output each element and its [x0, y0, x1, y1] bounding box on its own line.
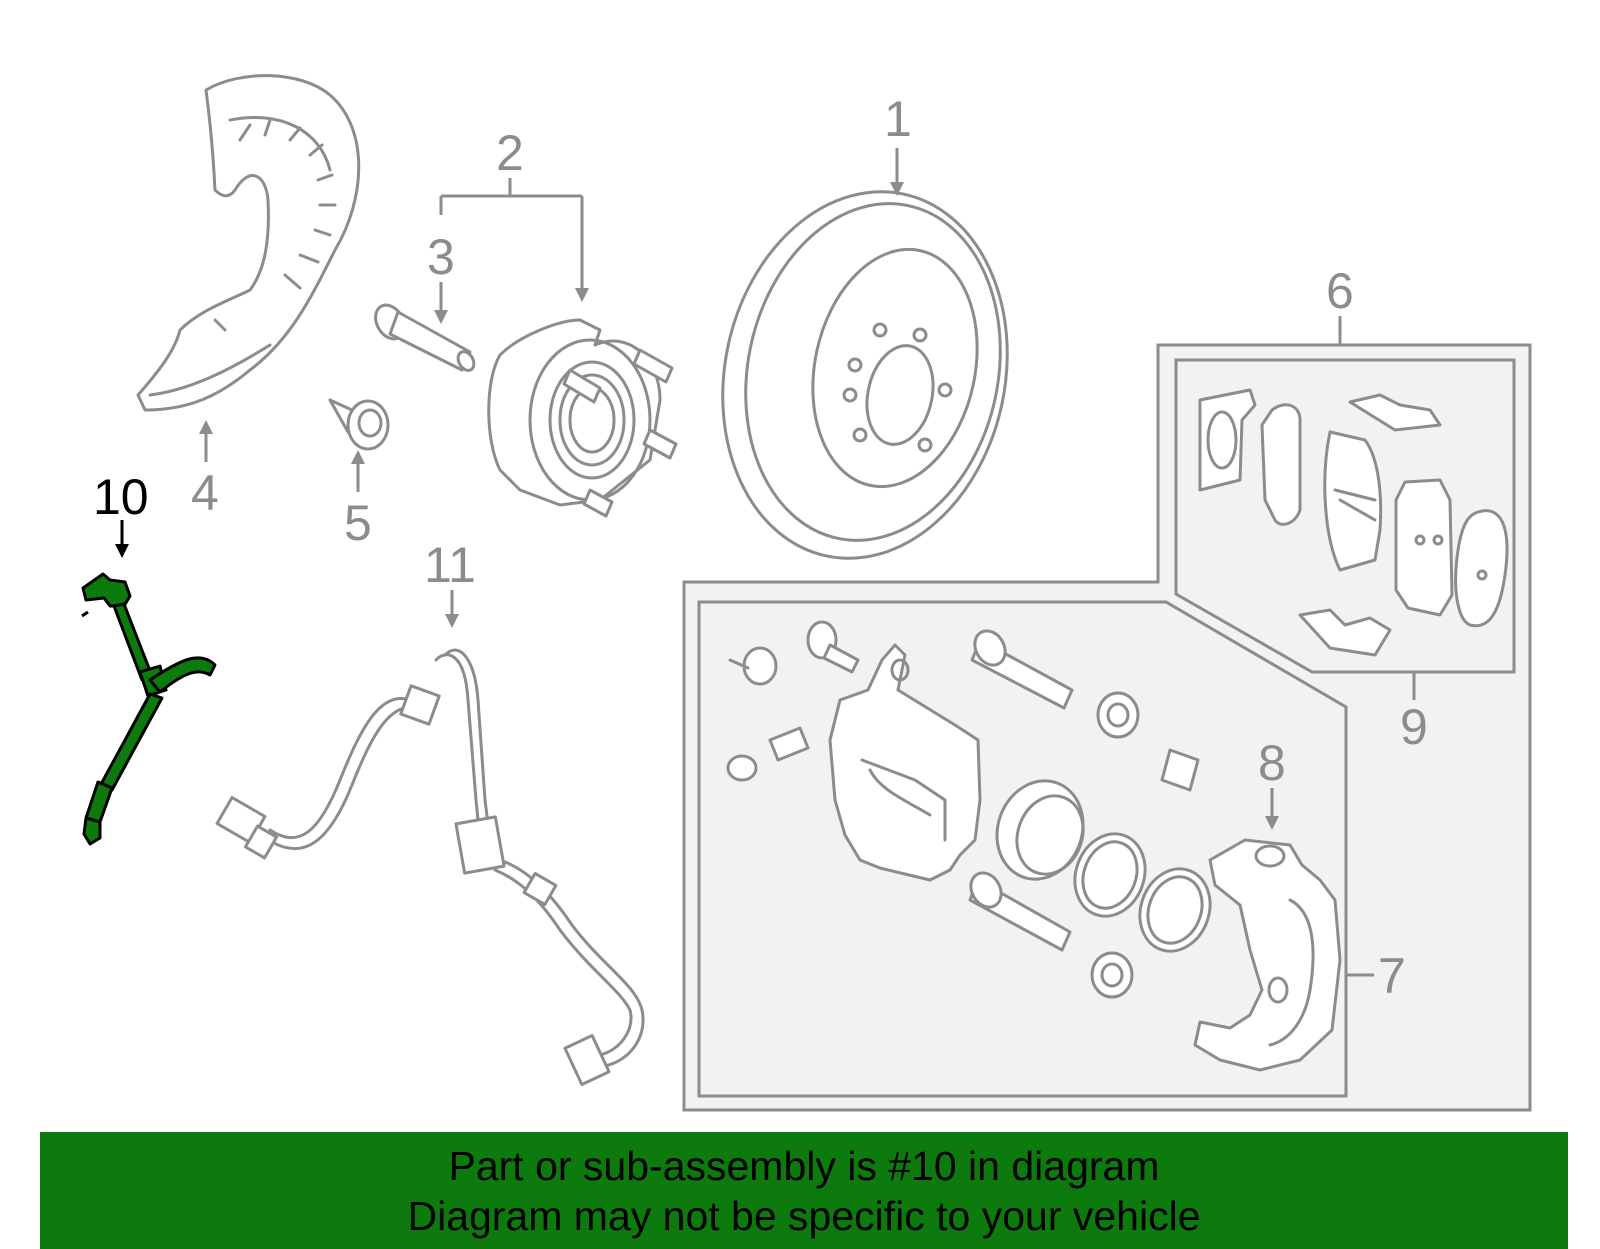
- callout-9: 9: [1400, 699, 1428, 755]
- dust-shield-part-4: [136, 74, 361, 412]
- callout-11: 11: [424, 537, 476, 593]
- callout-3: 3: [427, 229, 455, 285]
- banner-line-disclaimer: Diagram may not be specific to your vehi…: [407, 1192, 1201, 1239]
- speed-sensor-part-11: [215, 648, 645, 1086]
- brake-hose-part-10: [81, 572, 217, 846]
- callout-2: 2: [496, 125, 524, 181]
- banner-line-part-number: Part or sub-assembly is #10 in diagram: [448, 1142, 1160, 1189]
- caliper-assembly-part-7: [726, 620, 1212, 999]
- pad-kit-parts-6-9: [1198, 388, 1509, 657]
- caliper-bracket-part-8: [1193, 838, 1342, 1072]
- callout-6: 6: [1326, 263, 1354, 319]
- info-banner: Part or sub-assembly is #10 in diagram D…: [40, 1132, 1568, 1249]
- hub-assembly-part-2: [487, 318, 678, 518]
- wheel-stud-part-3: [374, 303, 476, 372]
- callout-1: 1: [884, 91, 912, 147]
- callout-4: 4: [191, 465, 219, 521]
- callout-5: 5: [344, 495, 372, 551]
- bolt-part-5: [328, 398, 390, 451]
- callout-10: 10: [93, 469, 149, 525]
- brake-rotor-part-1: [721, 190, 1009, 560]
- callout-leaders: [115, 148, 1416, 977]
- callout-7: 7: [1378, 948, 1406, 1004]
- callout-8: 8: [1258, 735, 1286, 791]
